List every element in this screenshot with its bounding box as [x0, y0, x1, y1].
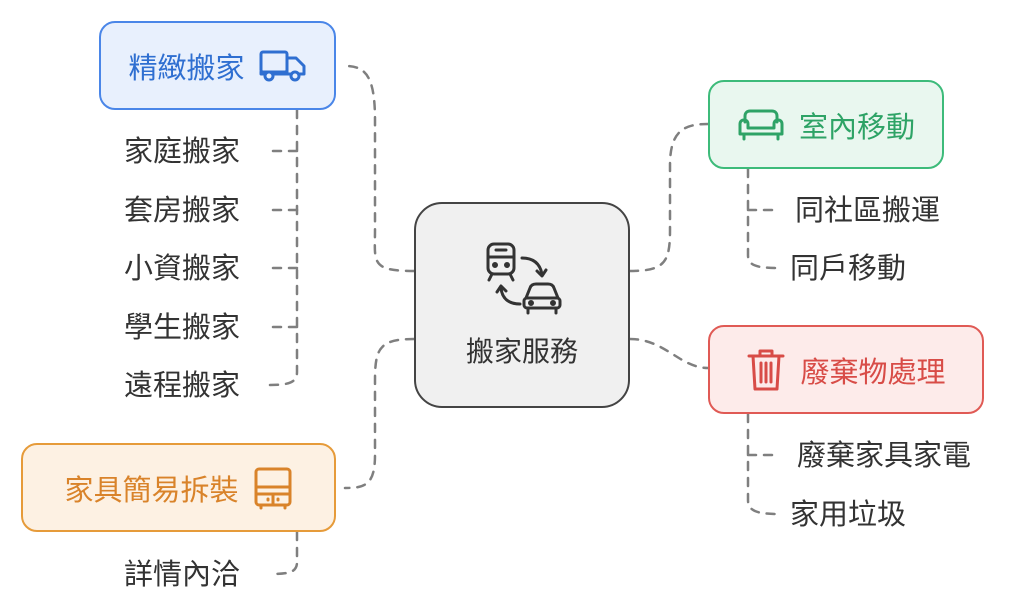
truck-icon [259, 49, 307, 83]
connector-center-indoor [628, 122, 710, 273]
connector-fine-moving-trunk [268, 108, 299, 387]
branch-fine-moving-label: 精緻搬家 [128, 50, 245, 85]
branch-indoor-moving-label: 室內移動 [798, 109, 915, 144]
branch-indoor-moving[interactable]: 室內移動 [708, 80, 944, 169]
leaf-household-garbage: 家用垃圾 [790, 497, 907, 531]
connector-assembly-trunk [268, 530, 299, 576]
sofa-icon [737, 108, 785, 142]
center-node[interactable]: 搬家服務 [414, 202, 630, 408]
leaf-contact-details: 詳情內洽 [124, 557, 241, 591]
branch-furniture-assembly[interactable]: 家具簡易拆裝 [21, 443, 336, 532]
connector-disposal-trunk [746, 412, 780, 516]
train-car-transfer-icon [482, 240, 562, 316]
branch-waste-disposal[interactable]: 廢棄物處理 [708, 325, 984, 414]
leaf-discarded-furniture-appliances: 廢棄家具家電 [797, 438, 972, 472]
trash-can-icon [746, 347, 786, 393]
leaf-student-moving: 學生搬家 [124, 310, 241, 344]
cabinet-icon [253, 466, 293, 510]
leaf-same-unit: 同戶移動 [790, 251, 907, 285]
branch-furniture-assembly-label: 家具簡易拆裝 [64, 472, 239, 507]
leaf-long-distance-moving: 遠程搬家 [124, 368, 241, 402]
leaf-budget-moving: 小資搬家 [124, 251, 241, 285]
connector-center-disposal [628, 337, 710, 370]
leaf-home-moving: 家庭搬家 [124, 134, 241, 168]
connector-center-assembly [343, 337, 416, 490]
connector-indoor-trunk [746, 167, 780, 270]
branch-fine-moving[interactable]: 精緻搬家 [99, 21, 336, 110]
connector-center-fine-moving [343, 64, 416, 273]
branch-waste-disposal-label: 廢棄物處理 [800, 354, 946, 389]
center-label: 搬家服務 [465, 335, 578, 368]
leaf-same-community: 同社區搬運 [795, 193, 941, 227]
leaf-studio-moving: 套房搬家 [124, 193, 241, 227]
